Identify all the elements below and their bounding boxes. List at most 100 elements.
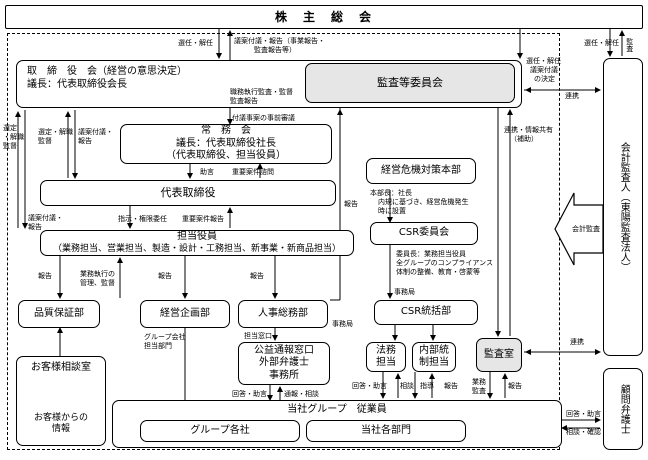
exec-title: 常 務 会 — [201, 125, 251, 137]
lbl-auditor-appoint: 選任・解任 議案付議 の決定 — [526, 57, 561, 83]
csr-desc-3: 体制の整備、教育・啓蒙等 — [396, 267, 480, 276]
lbl-group-mgmt-2: 担当部門 — [144, 341, 172, 350]
board-chair: 議長：代表取締役会長 — [27, 78, 127, 90]
lbl-contact-person: 担当窓口 — [244, 332, 272, 340]
exec-chair: 議長：代表取締役社長 — [176, 137, 276, 149]
lbl-proposal-report-1: 議案付議・報告（事業報告・ — [234, 37, 325, 45]
lbl-report-right: 報告 — [344, 200, 358, 208]
lbl-appoint-dismiss: 選任・解任 — [178, 39, 213, 47]
lbl-appoint-audit-top: 選任・解任 — [584, 39, 619, 47]
legal-unit: 法務 担当 — [366, 342, 406, 372]
lbl-report-consult: 通報・相談 — [284, 390, 319, 398]
representative-director: 代表取締役 — [40, 180, 336, 206]
lbl-proposal-report3: 議案付議・ 報告 — [28, 214, 63, 232]
executive-committee: 常 務 会 議長：代表取締役社長 （代表取締役、担当役員） — [120, 124, 332, 164]
accounting-auditor-label: 会計監査人（東陽監査法人） — [618, 142, 630, 272]
lbl-coop-info-2: （補助） — [510, 134, 538, 143]
whistleblower-contact: 公益通報窓口 外部弁護士 事務所 — [238, 342, 330, 385]
lbl-consult: 相談 — [400, 382, 414, 390]
lbl-report-h: 報告 — [250, 272, 264, 280]
lbl-audit-work: 業務 監査 — [472, 378, 486, 396]
lbl-proposal-report: 議案付議・報告（事業報告・ 監査報告等） — [234, 37, 325, 55]
company-departments: 当社各部門 — [306, 420, 466, 442]
csr-committee: CSR委員会 — [370, 222, 478, 245]
internal-control-unit: 内部統 制担当 — [412, 342, 456, 372]
legal-line1: 法務 — [376, 344, 396, 356]
audit-committee: 監査等委員会 — [305, 63, 515, 103]
customer-info-2: 情報 — [51, 424, 70, 435]
lbl-proposal-report2-1: 議案付議・ — [78, 128, 113, 136]
lbl-reply-advice2: 回答・助言 — [352, 382, 387, 390]
legal-counsel-label: 顧問弁護士 — [618, 384, 630, 434]
lbl-important-matters: 重要案件諮問 — [232, 168, 274, 176]
lbl-exec-mgmt: 業務執行の 管理、監督 — [80, 270, 115, 288]
officers-title: 担当役員 — [177, 231, 217, 243]
whistle-line2: 外部弁護士 — [259, 357, 309, 369]
lbl-duty-audit: 職務執行監査・監督 監査報告 — [230, 88, 293, 106]
lbl-pre-consult: 付議事案の事前審議 — [232, 114, 295, 122]
customer-info-1: お客様からの — [33, 413, 88, 423]
lbl-group-mgmt: グループ会社 担当部門 — [144, 333, 186, 351]
board-title: 取 締 役 会（経営の意思決定） — [27, 66, 187, 77]
lbl-proposal-report3-1: 議案付議・ — [28, 214, 63, 222]
quality-assurance-dept: 品質保証部 — [18, 300, 100, 328]
exec-members: （代表取締役、担当役員） — [166, 150, 286, 162]
internal-control-line1: 内部統 — [419, 344, 449, 356]
crisis-hq-desc-1: 本部長：社長 — [370, 189, 412, 197]
customer-center: お客様相談室 — [16, 356, 106, 446]
lbl-reply-advice: 回答・助言 — [232, 390, 267, 398]
accounting-auditor: 会計監査人（東陽監査法人） — [603, 58, 643, 356]
customer-info: お客様からの 情報 — [20, 413, 102, 436]
lbl-proposal-report-2: 監査報告等） — [254, 45, 296, 54]
lbl-duty-audit-1: 職務執行監査・監督 — [230, 88, 293, 96]
company-boundary — [7, 33, 560, 450]
lbl-audit-top: 監査 — [625, 38, 634, 52]
lbl-consult-confirm: 相談・確認 — [566, 428, 601, 436]
lbl-appoint-left: 選定 ・解職 監督 — [3, 124, 24, 150]
hr-general-affairs-dept: 人事総務部 — [238, 300, 328, 328]
lbl-report-e: 報告 — [444, 382, 458, 390]
csr-desc-2: 全グループのコンプライアンス — [396, 258, 493, 267]
legal-line2: 担当 — [376, 357, 396, 368]
lbl-coop-right: 連携 — [570, 338, 584, 346]
lbl-proposal-report2: 議案付議・ 報告 — [78, 128, 113, 146]
crisis-hq-desc-3: 時に設置 — [378, 206, 406, 215]
lbl-auditor-appoint-3: の決定 — [534, 74, 555, 83]
lbl-coop-top: 連携 — [565, 92, 579, 100]
lbl-auditor-appoint-2: 議案付議 — [530, 65, 558, 74]
lbl-exec-mgmt-2: 管理、監督 — [80, 278, 115, 287]
lbl-duty-audit-2: 監査報告 — [230, 96, 258, 105]
lbl-proposal-report3-2: 報告 — [28, 222, 42, 231]
lbl-appoint-dismiss2-2: 監督 — [38, 136, 52, 145]
lbl-coop-info: 連携・情報共有 （補助） — [504, 126, 553, 144]
lbl-reply-advice3: 回答・助言 — [566, 410, 601, 418]
lbl-coop-info-1: 連携・情報共有 — [504, 126, 553, 134]
lbl-audit-work-2: 監査 — [472, 386, 486, 395]
lbl-exec-mgmt-1: 業務執行の — [80, 270, 115, 278]
internal-audit-office: 監査室 — [476, 338, 522, 372]
csr-committee-desc: 委員長：業務担当役員 全グループのコンプライアンス 体制の整備、教育・啓蒙等 — [396, 250, 493, 276]
whistle-line1: 公益通報窓口 — [254, 344, 314, 356]
lbl-group-mgmt-1: グループ会社 — [144, 333, 186, 341]
lbl-instruct-delegate: 指示・権限委任 — [118, 215, 167, 223]
corporate-planning-dept: 経営企画部 — [140, 300, 230, 328]
officers-in-charge: 担当役員 （業務担当、営業担当、製造・設計・工務担当、新事業・新商品担当） — [40, 230, 354, 256]
lbl-appoint-left-2: ・解職 — [3, 132, 24, 141]
csr-dept: CSR統括部 — [374, 300, 478, 325]
group-companies: グループ各社 — [140, 420, 300, 442]
lbl-report-e2: 報告 — [508, 382, 522, 390]
lbl-report-q: 報告 — [38, 272, 52, 280]
lbl-proposal-report2-2: 報告 — [78, 136, 92, 145]
lbl-secretariat-hr: 事務局 — [332, 320, 353, 328]
lbl-auditor-appoint-1: 選任・解任 — [526, 57, 561, 65]
officers-scope: （業務担当、営業担当、製造・設計・工務担当、新事業・新商品担当） — [52, 243, 341, 254]
lbl-accounting-audit: 会計監査 — [572, 225, 600, 233]
lbl-appoint-dismiss2: 選定・解職 監督 — [38, 128, 73, 146]
lbl-appoint-left-1: 選定 — [3, 124, 17, 132]
lbl-guidance: 指導 — [420, 382, 434, 390]
internal-control-line2: 制担当 — [419, 357, 449, 368]
crisis-hq-desc: 本部長：社長 内規に基づき、経営危機発生 時に設置 — [370, 189, 469, 215]
whistle-line3: 事務所 — [269, 369, 299, 381]
lbl-appoint-left-3: 監督 — [3, 141, 17, 150]
lbl-secretariat-csr: 事務局 — [394, 288, 415, 296]
